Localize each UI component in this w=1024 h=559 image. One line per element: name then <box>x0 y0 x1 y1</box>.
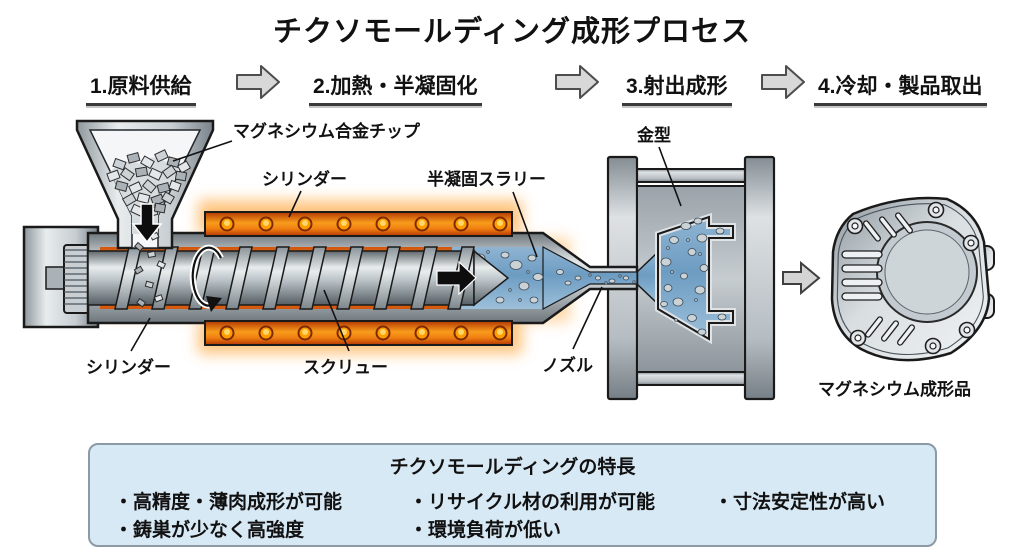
cylinder-bottom-callout: シリンダー <box>86 358 171 377</box>
step-arrow-icons <box>236 65 805 99</box>
step-2-label: 2.加熱・半凝固化 <box>309 70 482 106</box>
bolt-bosses <box>846 201 980 355</box>
page-title: チクソモールディング成形プロセス <box>273 16 751 48</box>
output-arrow-icon <box>782 260 821 296</box>
feature-item: ・リサイクル材の利用が可能 <box>409 492 656 513</box>
step-arrow-icon <box>236 65 280 99</box>
drive-unit <box>22 225 100 329</box>
step-arrow-icon <box>555 65 599 99</box>
mold-illustration <box>606 155 776 401</box>
cooling-fins <box>841 212 915 346</box>
cavity-slurry-particles <box>660 217 727 336</box>
screw-illustration <box>87 244 510 312</box>
mold-callout: 金型 <box>637 126 671 145</box>
chips-callout: マグネシウム合金チップ <box>233 122 420 141</box>
rotation-arrowhead <box>206 296 222 312</box>
heater-bands <box>204 211 513 346</box>
flow-arrow-icon <box>436 260 477 296</box>
features-title: チクソモールディングの特長 <box>389 457 636 478</box>
heater-elements <box>219 216 508 341</box>
step-4-label: 4.冷却・製品取出 <box>814 70 987 106</box>
leader-lines <box>130 140 682 352</box>
feature-item: ・高精度・薄肉成形が可能 <box>114 492 343 513</box>
product-illustration <box>830 196 995 362</box>
step-arrow-icon <box>761 65 805 99</box>
feature-item: ・鋳巣が少なく高強度 <box>114 520 305 541</box>
step-1-label: 1.原料供給 <box>86 70 196 106</box>
step-3-label: 3.射出成形 <box>622 70 732 106</box>
product-callout: マグネシウム成形品 <box>818 380 971 399</box>
gear-teeth <box>64 249 90 305</box>
nozzle-callout: ノズル <box>542 356 593 375</box>
feed-arrow-icon <box>131 203 163 244</box>
nozzle-channel <box>542 246 638 310</box>
feature-item: ・寸法安定性が高い <box>714 492 886 513</box>
screw-callout: スクリュー <box>303 358 388 377</box>
feature-item: ・環境負荷が低い <box>409 520 562 541</box>
features-box: チクソモールディングの特長 ・高精度・薄肉成形が可能 ・リサイクル材の利用が可能… <box>88 443 937 547</box>
magnesium-chips <box>106 149 192 218</box>
hopper-illustration <box>75 119 215 308</box>
slurry-callout: 半凝固スラリー <box>427 170 546 189</box>
cylinder-top-callout: シリンダー <box>262 170 347 189</box>
